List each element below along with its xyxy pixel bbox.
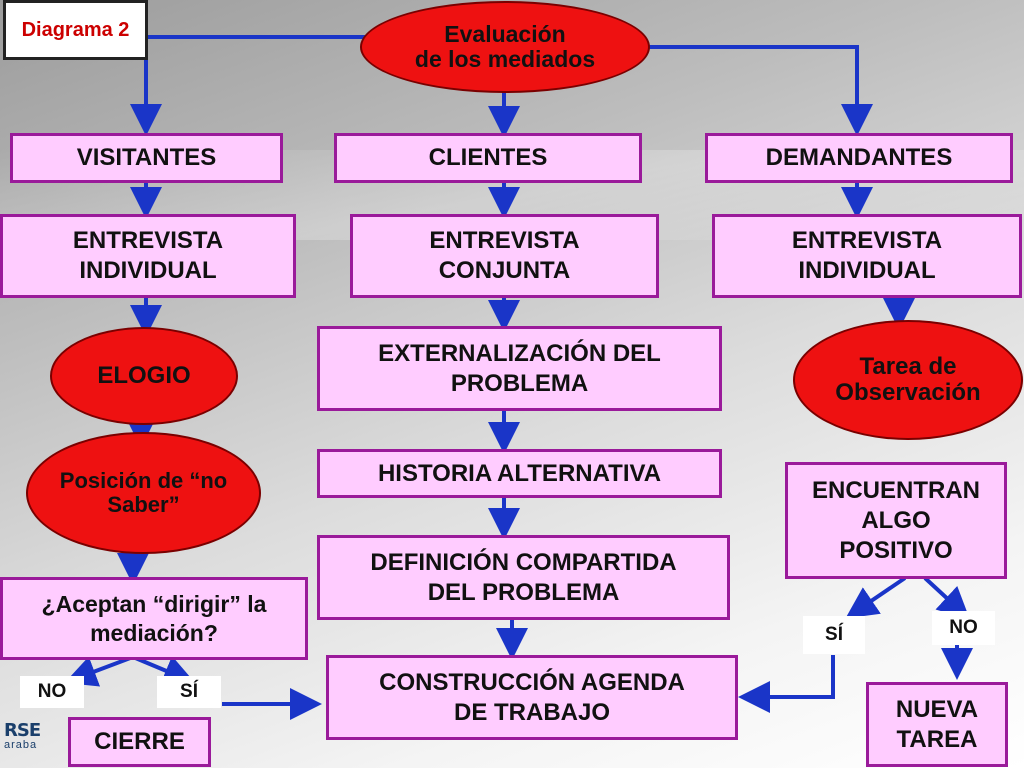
left-si-label: SÍ xyxy=(157,676,221,708)
category-clientes: CLIENTES xyxy=(334,133,642,183)
left-entrevista-individual: ENTREVISTA INDIVIDUAL xyxy=(0,214,296,298)
category-demandantes: DEMANDANTES xyxy=(705,133,1013,183)
right-entrevista-individual: ENTREVISTA INDIVIDUAL xyxy=(712,214,1022,298)
definicion-compartida-box: DEFINICIÓN COMPARTIDA DEL PROBLEMA xyxy=(317,535,730,620)
root-evaluacion-oval: Evaluación de los mediados xyxy=(360,1,650,93)
nueva-tarea-box: NUEVA TAREA xyxy=(866,682,1008,767)
posicion-no-saber-oval: Posición de “no Saber” xyxy=(26,432,261,554)
arrow-question-no-right xyxy=(923,576,970,620)
cierre-box: CIERRE xyxy=(68,717,211,767)
right-no-label: NO xyxy=(932,611,995,645)
encuentran-algo-positivo-box: ENCUENTRAN ALGO POSITIVO xyxy=(785,462,1007,579)
logo-mark: RSE xyxy=(4,720,41,741)
arrow-root-demandantes xyxy=(640,45,873,136)
rse-araba-logo: RSE araba xyxy=(4,720,66,766)
historia-alternativa-box: HISTORIA ALTERNATIVA xyxy=(317,449,722,498)
arrow-root-visitantes xyxy=(130,35,365,136)
construccion-agenda-box: CONSTRUCCIÓN AGENDA DE TRABAJO xyxy=(326,655,738,740)
elogio-oval: ELOGIO xyxy=(50,327,238,425)
aceptan-dirigir-question: ¿Aceptan “dirigir” la mediación? xyxy=(0,577,308,660)
logo-subtext: araba xyxy=(4,739,38,751)
right-si-label: SÍ xyxy=(803,616,865,654)
tarea-observacion-oval: Tarea de Observación xyxy=(793,320,1023,440)
diagram-label: Diagrama 2 xyxy=(3,0,148,60)
externalizacion-problema-box: EXTERNALIZACIÓN DEL PROBLEMA xyxy=(317,326,722,411)
category-visitantes: VISITANTES xyxy=(10,133,283,183)
center-entrevista-conjunta: ENTREVISTA CONJUNTA xyxy=(350,214,659,298)
arrow-si-agenda-right xyxy=(738,655,835,713)
left-no-label: NO xyxy=(20,676,84,708)
arrow-question-si-right xyxy=(845,576,907,619)
